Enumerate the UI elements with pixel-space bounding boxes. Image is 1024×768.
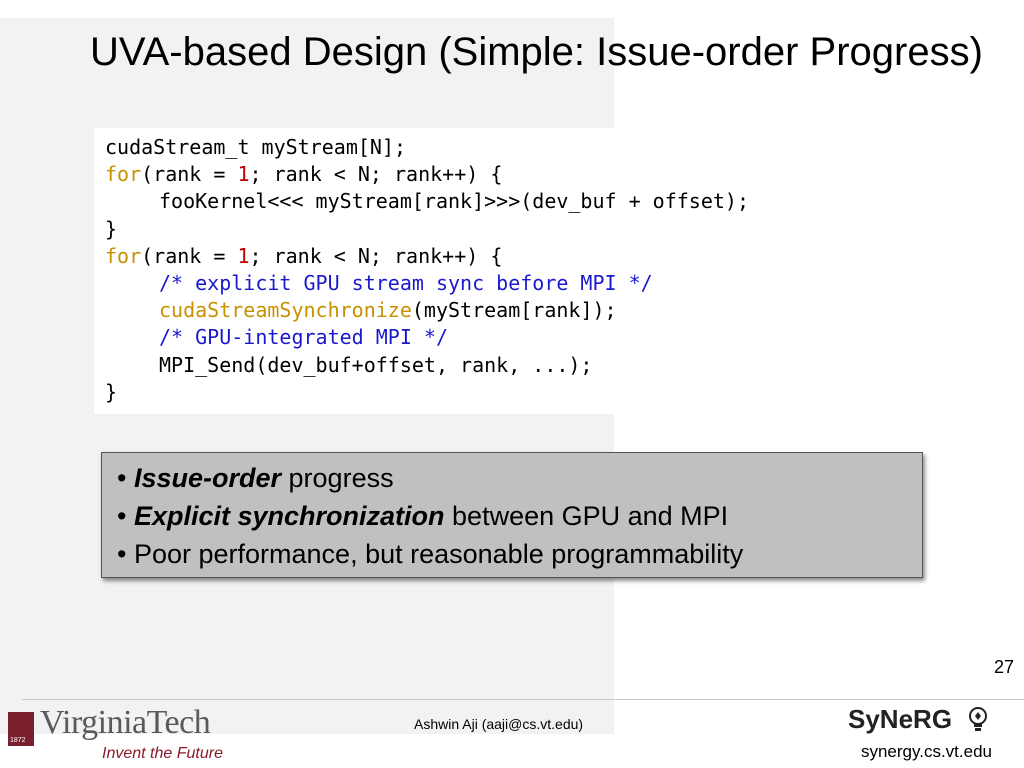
bullet-text: progress xyxy=(281,463,394,493)
vt-seal-icon: 1872 xyxy=(8,712,34,746)
code-block: cudaStream_t myStream[N];for(rank = 1; r… xyxy=(105,134,749,406)
code-token: for xyxy=(105,243,142,268)
footer-divider xyxy=(22,699,1024,700)
synerg-url: synergy.cs.vt.edu xyxy=(860,742,992,761)
code-token: (rank = xyxy=(141,243,238,268)
bullet-item: • Poor performance, but reasonable progr… xyxy=(117,539,744,569)
footer-author: Ashwin Aji (aaji@cs.vt.edu) xyxy=(414,716,584,732)
code-token: } xyxy=(105,379,118,404)
bullet-text: between GPU and MPI xyxy=(444,501,729,531)
code-token: } xyxy=(105,216,118,241)
page-number: 27 xyxy=(993,657,1014,677)
code-line: fooKernel<<< myStream[rank]>>>(dev_buf +… xyxy=(105,188,749,215)
code-token: for xyxy=(105,162,142,187)
code-line: cudaStreamSynchronize(myStream[rank]); xyxy=(105,297,749,324)
bullet-item: • Issue-order progress xyxy=(117,463,394,493)
code-token: /* GPU-integrated MPI */ xyxy=(159,325,448,350)
vt-seal-year: 1872 xyxy=(10,737,26,744)
code-token: ; rank < N; rank++) { xyxy=(249,162,503,187)
bullet-text: Poor performance, but reasonable program… xyxy=(133,539,744,569)
vt-tagline: Invent the Future xyxy=(102,745,223,762)
code-token: fooKernel<<< myStream[rank]>>>(dev_buf +… xyxy=(159,189,750,214)
code-token: (rank = xyxy=(141,162,238,187)
code-line: /* explicit GPU stream sync before MPI *… xyxy=(105,270,749,297)
bullet-emphasis: Issue-order xyxy=(133,463,282,493)
bullet-item: • Explicit synchronization between GPU a… xyxy=(117,501,729,531)
bullet-emphasis: Explicit synchronization xyxy=(133,501,445,531)
bullet-list: • Issue-order progress • Explicit synchro… xyxy=(117,459,743,573)
vt-logo-text: VirginiaTech xyxy=(40,704,211,741)
code-line: for(rank = 1; rank < N; rank++) { xyxy=(105,161,749,188)
code-token: 1 xyxy=(237,243,250,268)
code-line: } xyxy=(105,216,749,243)
code-token: (myStream[rank]); xyxy=(411,298,617,323)
code-token: cudaStreamSynchronize xyxy=(159,298,412,323)
code-block-background xyxy=(94,128,614,414)
code-line: } xyxy=(105,379,749,406)
code-line: MPI_Send(dev_buf+offset, rank, ...); xyxy=(105,352,749,379)
synerg-logo-text: SyNeRG xyxy=(848,704,953,734)
code-token: cudaStream_t myStream[N]; xyxy=(105,135,407,159)
slide-title: UVA-based Design (Simple: Issue-order Pr… xyxy=(90,30,983,74)
code-token: 1 xyxy=(237,162,250,187)
code-token: ; rank < N; rank++) { xyxy=(249,243,503,268)
code-token: /* explicit GPU stream sync before MPI *… xyxy=(159,270,653,295)
code-token: MPI_Send(dev_buf+offset, rank, ...); xyxy=(159,352,593,377)
code-line: for(rank = 1; rank < N; rank++) { xyxy=(105,243,749,270)
bullet-box xyxy=(101,452,923,578)
code-line: /* GPU-integrated MPI */ xyxy=(105,324,749,351)
lightbulb-icon xyxy=(969,707,987,731)
code-line: cudaStream_t myStream[N]; xyxy=(105,134,749,161)
